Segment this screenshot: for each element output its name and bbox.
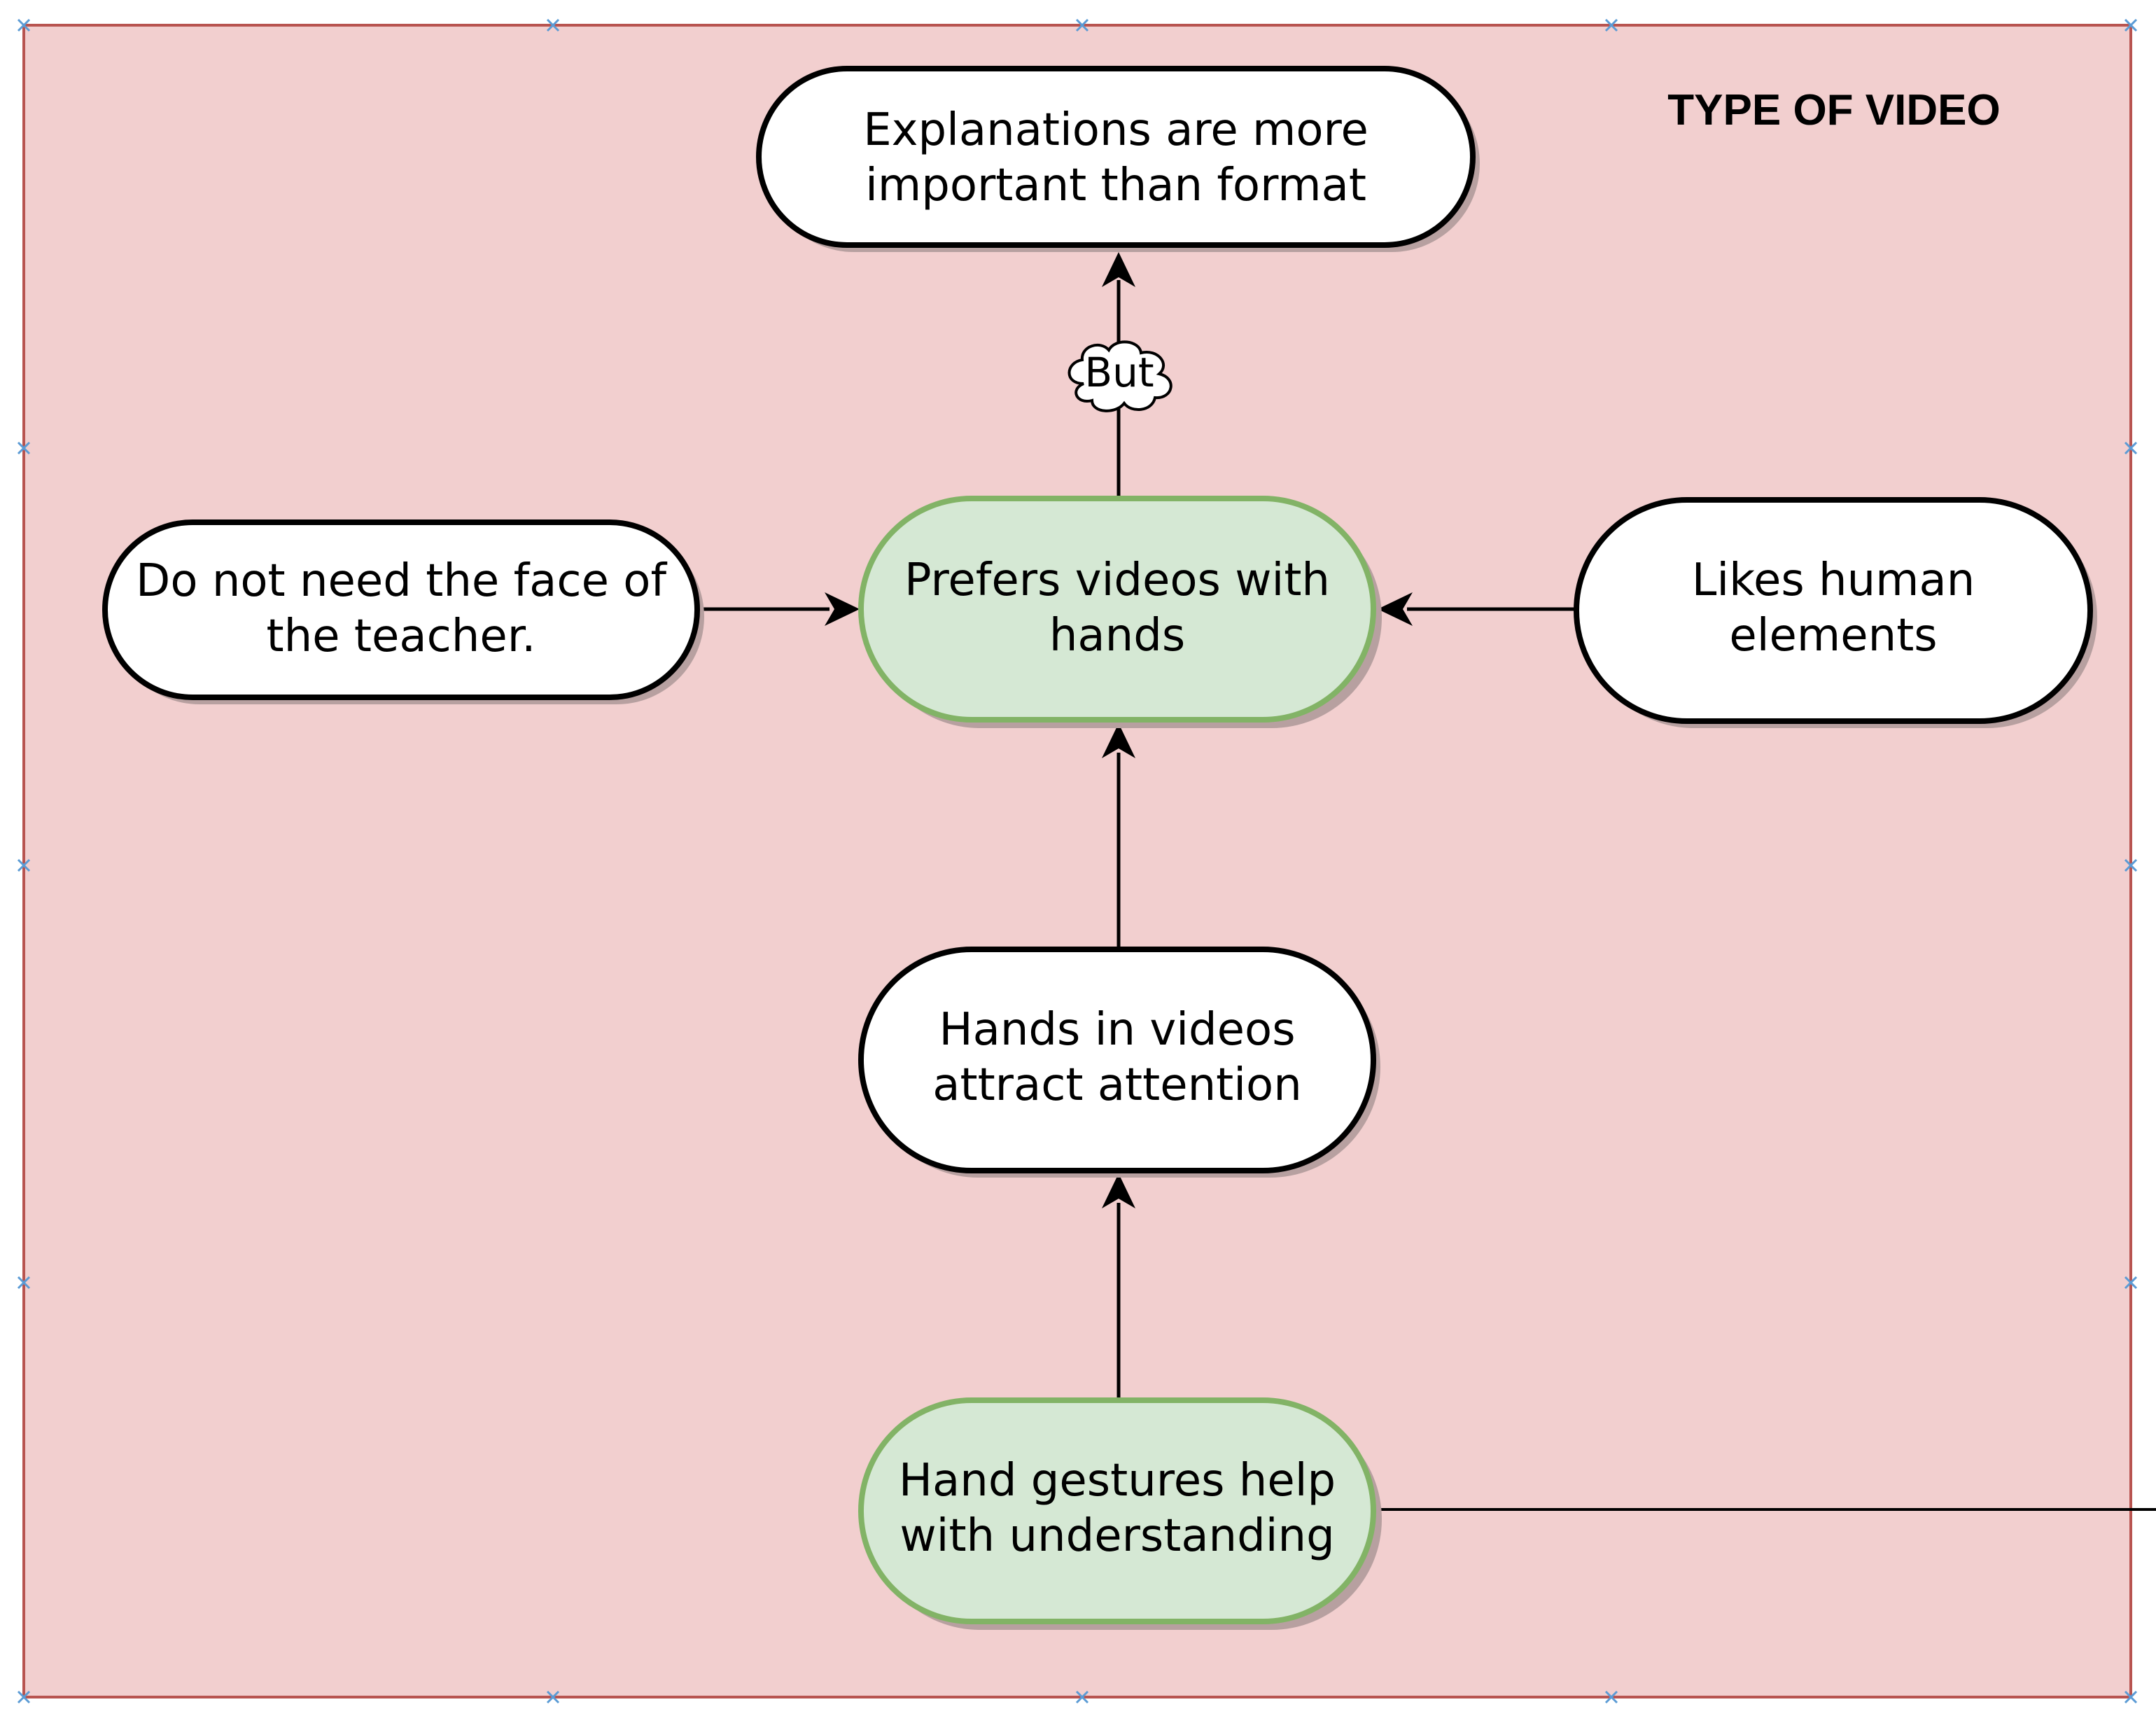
node-text-line-1: Do not need the face of — [136, 555, 667, 607]
node-text-line-1: Explanations are more — [863, 104, 1368, 156]
frame-handle[interactable] — [17, 1690, 31, 1704]
node-text-line-1: Hands in videos — [939, 1004, 1295, 1056]
frame-handle[interactable] — [2124, 1276, 2138, 1290]
frame-handle[interactable] — [1604, 18, 1618, 32]
node-text-line-1: Prefers videos with — [904, 554, 1330, 606]
frame-handle[interactable] — [2124, 18, 2138, 32]
node-hands-attract[interactable]: Hands in videos attract attention — [858, 947, 1380, 1178]
arrowhead-up-prefers — [1102, 723, 1135, 758]
frame-handle[interactable] — [2124, 441, 2138, 455]
arrowhead-up-explanations — [1102, 252, 1135, 287]
but-cloud-label: But — [1068, 340, 1172, 412]
frame-handle[interactable] — [546, 18, 560, 32]
node-text-line-2: elements — [1729, 610, 1937, 662]
frame-handle[interactable] — [17, 1276, 31, 1290]
frame-handle[interactable] — [1075, 18, 1089, 32]
frame-handle[interactable] — [17, 858, 31, 872]
node-text-line-1: Likes human — [1692, 554, 1975, 606]
node-text-line-2: the teacher. — [267, 611, 536, 662]
node-shape — [1574, 497, 2093, 724]
node-text-line-2: attract attention — [932, 1059, 1302, 1111]
frame-handle[interactable] — [1604, 1690, 1618, 1704]
frame-handle[interactable] — [17, 18, 31, 32]
selection-handles — [17, 18, 2138, 1704]
node-prefers-hands[interactable]: Prefers videos with hands — [858, 496, 1382, 728]
frame-handle[interactable] — [17, 441, 31, 455]
node-shape — [858, 1397, 1376, 1624]
node-no-face[interactable]: Do not need the face of the teacher. — [102, 519, 704, 704]
arrowhead-up-hands-attract — [1102, 1173, 1135, 1208]
node-text-line-2: with understanding — [899, 1510, 1334, 1562]
node-text-line-1: Hand gestures help — [899, 1455, 1336, 1507]
node-shape — [858, 947, 1376, 1173]
diagram-title: TYPE OF VIDEO — [1667, 86, 2000, 134]
frame-handle[interactable] — [1075, 1690, 1089, 1704]
frame-handle[interactable] — [2124, 858, 2138, 872]
node-shape — [102, 519, 700, 700]
node-explanations[interactable]: Explanations are more important than for… — [756, 66, 1480, 252]
edge-label: But — [1084, 349, 1154, 396]
node-shape — [858, 496, 1376, 723]
node-hand-gestures[interactable]: Hand gestures help with understanding — [858, 1397, 1382, 1630]
node-likes-human[interactable]: Likes human elements — [1574, 497, 2097, 728]
frame-handle[interactable] — [2124, 1690, 2138, 1704]
node-text-line-2: important than format — [865, 160, 1366, 211]
cloud-shape — [1068, 340, 1172, 412]
frame-handle[interactable] — [546, 1690, 560, 1704]
arrowhead-right-prefers — [825, 592, 860, 626]
edges — [700, 252, 2156, 1511]
node-shape — [756, 66, 1476, 248]
arrowhead-left-prefers — [1378, 592, 1413, 626]
node-text-line-2: hands — [1049, 610, 1185, 662]
